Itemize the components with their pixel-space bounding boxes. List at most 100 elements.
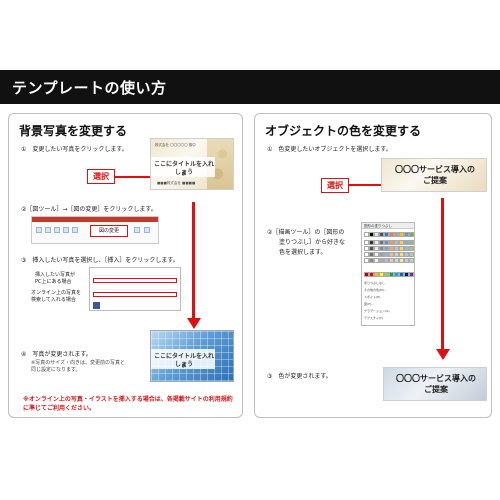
object-text-line-1: 〇〇〇サービス導入の (396, 374, 476, 383)
ribbon-button-icon (63, 227, 69, 233)
color-swatch[interactable] (399, 258, 404, 263)
color-swatch[interactable] (404, 258, 409, 263)
picker-menu-item[interactable]: スポイト(E) (364, 295, 381, 299)
ribbon-screenshot: 図の変更 (31, 216, 159, 244)
color-swatch[interactable] (409, 240, 414, 245)
color-swatch[interactable] (399, 252, 404, 257)
color-swatch[interactable] (369, 258, 374, 263)
change-picture-button[interactable]: 図の変更 (90, 225, 128, 237)
object-text-line-1: 〇〇〇サービス導入の (395, 165, 475, 174)
picker-menu-item[interactable]: 図(P)... (364, 302, 375, 306)
color-swatch[interactable] (404, 232, 409, 237)
color-swatch[interactable] (374, 252, 379, 257)
standard-color-swatch[interactable] (384, 272, 389, 277)
standard-color-swatch[interactable] (379, 272, 384, 277)
color-swatch[interactable] (404, 252, 409, 257)
shape-fill-picker: 図形の塗りつぶし 塗りつぶしなしその他の色(M)...スポイト(E)図(P)..… (361, 222, 415, 326)
color-swatch[interactable] (369, 232, 374, 237)
color-swatch[interactable] (374, 258, 379, 263)
color-swatch[interactable] (389, 240, 394, 245)
color-swatch[interactable] (364, 252, 369, 257)
color-swatch[interactable] (384, 252, 389, 257)
color-swatch[interactable] (369, 246, 374, 251)
right-step-1: ① 色変更したいオブジェクトを選択します。 (267, 146, 392, 153)
color-swatch[interactable] (394, 232, 399, 237)
object-text-line-2: ご提案 (424, 385, 448, 394)
dialog-row-online[interactable] (93, 292, 177, 297)
header-bar: テンプレートの使い方 (0, 70, 500, 104)
color-swatch[interactable] (364, 232, 369, 237)
color-swatch[interactable] (384, 240, 389, 245)
standard-color-swatch[interactable] (404, 272, 409, 277)
picker-menu-item[interactable]: グラデーション(G) (364, 309, 390, 313)
color-swatch[interactable] (384, 232, 389, 237)
flow-arrow-head-left (186, 318, 201, 329)
dialog-row-from-file[interactable] (93, 278, 177, 283)
facebook-icon (93, 302, 100, 309)
select-callout-left: 選択 (87, 169, 115, 184)
object-after: 〇〇〇サービス導入の ご提案 (383, 367, 487, 401)
color-swatch[interactable] (389, 246, 394, 251)
color-swatch[interactable] (369, 240, 374, 245)
dialog-label-pc-2: PC上にある場合 (35, 279, 72, 285)
color-swatch[interactable] (374, 240, 379, 245)
color-swatch[interactable] (379, 258, 384, 263)
color-swatch[interactable] (404, 246, 409, 251)
color-swatch[interactable] (364, 246, 369, 251)
slide-title-line-1: ここにタイトルを入れま (153, 353, 214, 369)
color-swatch[interactable] (379, 252, 384, 257)
color-swatch[interactable] (364, 240, 369, 245)
color-swatch[interactable] (409, 232, 414, 237)
object-before[interactable]: 〇〇〇サービス導入の ご提案 (381, 158, 487, 192)
color-swatch[interactable] (394, 240, 399, 245)
standard-color-swatch[interactable] (394, 272, 399, 277)
ribbon-tabbar (32, 217, 158, 222)
slide-footer: ■■■株式会社 ■■■■ (157, 181, 196, 185)
color-swatch[interactable] (389, 232, 394, 237)
color-swatch[interactable] (389, 252, 394, 257)
standard-color-swatch[interactable] (364, 272, 369, 277)
color-swatch[interactable] (389, 258, 394, 263)
slide-title-band (151, 157, 215, 177)
ribbon-button-icon (134, 227, 140, 233)
picker-menu-item[interactable]: その他の色(M)... (364, 288, 387, 292)
color-swatch[interactable] (379, 232, 384, 237)
color-swatch[interactable] (369, 252, 374, 257)
color-swatch[interactable] (379, 240, 384, 245)
left-step-4-note-2: 同じ設定になります。 (31, 367, 81, 373)
color-swatch[interactable] (384, 246, 389, 251)
picker-menu-item[interactable]: 塗りつぶしなし (364, 281, 386, 285)
color-swatch[interactable] (399, 232, 404, 237)
color-swatch[interactable] (364, 258, 369, 263)
color-swatch[interactable] (404, 240, 409, 245)
standard-color-swatch[interactable] (409, 272, 414, 277)
color-swatch[interactable] (399, 240, 404, 245)
ribbon-button-icon (36, 227, 42, 233)
color-swatch[interactable] (384, 258, 389, 263)
color-swatch[interactable] (379, 246, 384, 251)
standard-color-swatch[interactable] (369, 272, 374, 277)
standard-color-swatch[interactable] (389, 272, 394, 277)
ribbon-button-icon (45, 227, 51, 233)
color-swatch[interactable] (374, 246, 379, 251)
ribbon-button-icon (144, 227, 150, 233)
flow-arrow-left (192, 202, 195, 319)
right-step-2-line-1: ②［描画ツール］の［図形の (267, 229, 345, 236)
color-swatch[interactable] (394, 258, 399, 263)
callout-connector-right (349, 184, 381, 186)
color-swatch[interactable] (409, 258, 414, 263)
standard-color-swatch[interactable] (374, 272, 379, 277)
picker-menu-item[interactable]: テクスチャ(T) (364, 316, 384, 320)
left-step-1: ① 変更したい写真をクリックします。 (21, 146, 128, 153)
standard-color-swatch[interactable] (399, 272, 404, 277)
color-swatch[interactable] (409, 246, 414, 251)
color-swatch[interactable] (394, 252, 399, 257)
color-swatch[interactable] (409, 252, 414, 257)
slide-thumbnail-before[interactable]: 株式会社 〇〇〇〇〇 御中 ここにタイトルを入れま しょう ■■■株式会社 ■■… (150, 138, 234, 190)
color-swatch[interactable] (399, 246, 404, 251)
color-swatch[interactable] (394, 246, 399, 251)
color-swatch[interactable] (374, 232, 379, 237)
callout-connector-left (115, 176, 150, 178)
left-step-4-note-1: ※写真のサイズ・向きは、変更前の写真と (31, 360, 126, 366)
online-image-warning: ※オンライン上の写真・イラストを挿入する場合は、各掲載サイトの利用規約に準じてご… (23, 396, 233, 412)
